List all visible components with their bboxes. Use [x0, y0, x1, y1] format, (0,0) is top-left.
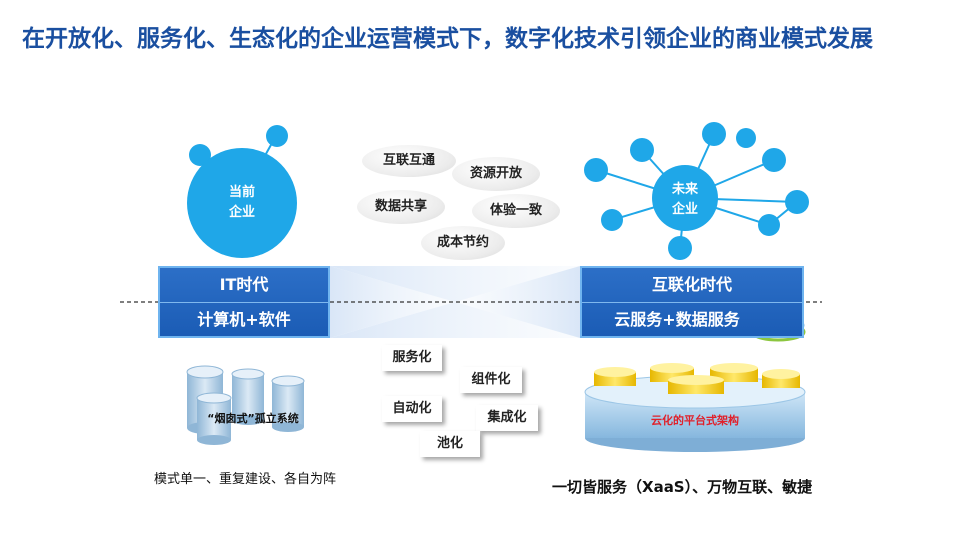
card-service: 服务化: [382, 345, 442, 371]
right-caption: 一切皆服务（XaaS）、万物互联、敏捷: [552, 478, 813, 496]
page-title: 在开放化、服务化、生态化的企业运营模式下，数字化技术引领企业的商业模式发展: [22, 26, 873, 52]
it-era-sub: 计算机+软件: [197, 310, 291, 329]
internet-era-sub: 云服务+数据服务: [614, 310, 740, 329]
silo-label: “烟囱式”孤立系统: [207, 412, 299, 425]
current-enterprise-label-bottom: 企业: [228, 205, 255, 220]
bubble-resource-open: 资源开放: [452, 157, 540, 191]
bubble-interconnect: 互联互通: [362, 145, 456, 177]
card-integration: 集成化: [476, 405, 538, 431]
internet-era-label: 互联化时代: [582, 268, 802, 303]
it-era-label: IT时代: [160, 268, 328, 303]
it-era-box: IT时代 计算机+软件: [158, 266, 330, 338]
current-enterprise-node: [187, 148, 297, 258]
future-enterprise-label-top: 未来: [671, 182, 698, 197]
bubble-cost-saving: 成本节约: [421, 226, 505, 260]
left-caption: 模式单一、重复建设、各自为阵: [153, 472, 336, 487]
current-enterprise-network: [187, 125, 297, 258]
internet-era-box: 互联化时代 云服务+数据服务: [580, 266, 804, 338]
current-enterprise-label: 当前 企业: [212, 183, 272, 223]
cloud-platform: [584, 363, 806, 452]
future-enterprise-label: 未来 企业: [655, 180, 715, 220]
bubble-data-share: 数据共享: [357, 190, 445, 224]
platform-label: 云化的平台式架构: [651, 414, 739, 427]
bubble-consistent-experience: 体验一致: [472, 194, 560, 228]
card-component: 组件化: [460, 367, 522, 393]
card-automation: 自动化: [382, 396, 442, 422]
future-enterprise-node: [652, 165, 718, 231]
future-enterprise-label-bottom: 企业: [671, 202, 698, 217]
current-enterprise-label-top: 当前: [228, 185, 255, 200]
card-pooling: 池化: [420, 431, 480, 457]
silo-databases: [186, 365, 305, 445]
